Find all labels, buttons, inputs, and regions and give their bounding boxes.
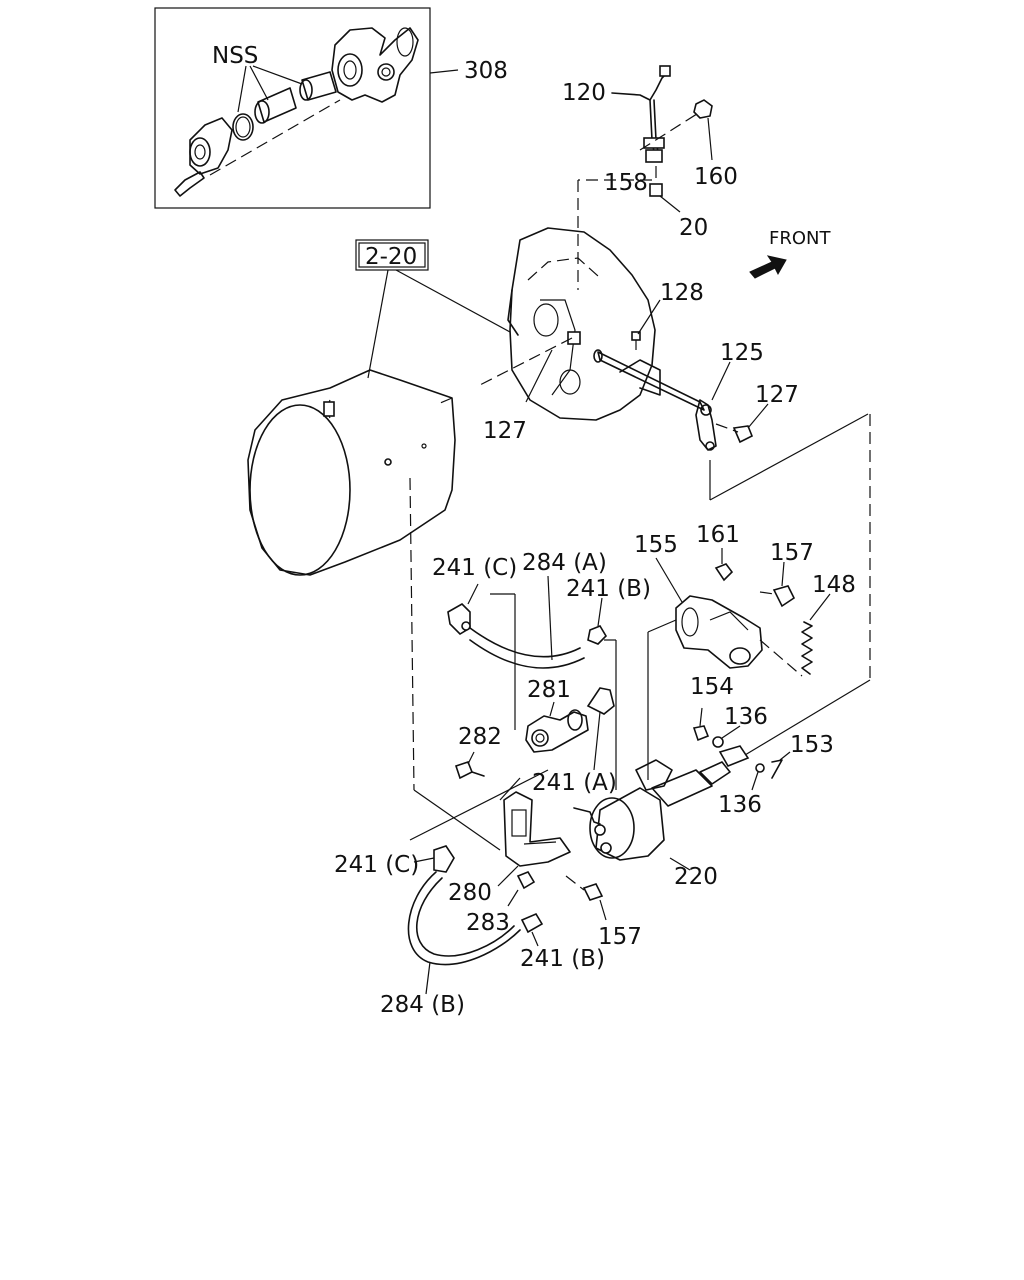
hose-284b <box>407 845 521 995</box>
hose-284a <box>447 575 617 790</box>
label-127-left: 127 <box>483 418 527 444</box>
label-155: 155 <box>634 532 678 558</box>
fasteners-154-136-153 <box>692 707 791 791</box>
inset-assembly-308 <box>154 7 459 209</box>
label-308: 308 <box>464 58 508 84</box>
spring-148 <box>801 621 813 675</box>
label-281: 281 <box>527 677 571 703</box>
label-128: 128 <box>660 280 704 306</box>
label-120: 120 <box>562 80 606 106</box>
label-nss: NSS <box>212 43 258 69</box>
pipe-assembly-120 <box>577 65 713 290</box>
label-ref-2-20: 2-20 <box>365 244 417 270</box>
transmission-cover <box>247 369 456 576</box>
label-157-top: 157 <box>770 540 814 566</box>
label-148: 148 <box>812 572 856 598</box>
label-136-top: 136 <box>724 704 768 730</box>
label-241b-bottom: 241 (B) <box>520 946 605 972</box>
label-161: 161 <box>696 522 740 548</box>
front-arrow-icon <box>749 255 787 279</box>
bracket-155 <box>647 548 831 780</box>
label-127-right: 127 <box>755 382 799 408</box>
label-136-bottom: 136 <box>718 792 762 818</box>
label-154: 154 <box>690 674 734 700</box>
label-284b: 284 (B) <box>380 992 465 1018</box>
label-280: 280 <box>448 880 492 906</box>
label-241a: 241 (A) <box>532 770 617 796</box>
label-158: 158 <box>604 170 648 196</box>
bracket-280 <box>409 769 571 887</box>
bolt-282 <box>454 751 485 780</box>
cross-shaft-125 <box>437 299 769 451</box>
label-282: 282 <box>458 724 502 750</box>
label-front: FRONT <box>769 228 831 249</box>
valve-281 <box>525 687 615 771</box>
clutch-housing <box>507 227 656 421</box>
label-160: 160 <box>694 164 738 190</box>
label-153: 153 <box>790 732 834 758</box>
label-157-bottom: 157 <box>598 924 642 950</box>
label-284a: 284 (A) <box>522 550 607 576</box>
fasteners-283-157 <box>507 871 607 947</box>
label-20: 20 <box>679 215 708 241</box>
label-125: 125 <box>720 340 764 366</box>
guide-line-a <box>409 477 415 791</box>
label-241b-top: 241 (B) <box>566 576 651 602</box>
air-cylinder-220 <box>573 759 731 871</box>
ref-box <box>355 239 429 271</box>
label-241c-top: 241 (C) <box>432 555 517 581</box>
label-220: 220 <box>674 864 718 890</box>
label-283: 283 <box>466 910 510 936</box>
label-241c-bottom: 241 (C) <box>334 852 419 878</box>
